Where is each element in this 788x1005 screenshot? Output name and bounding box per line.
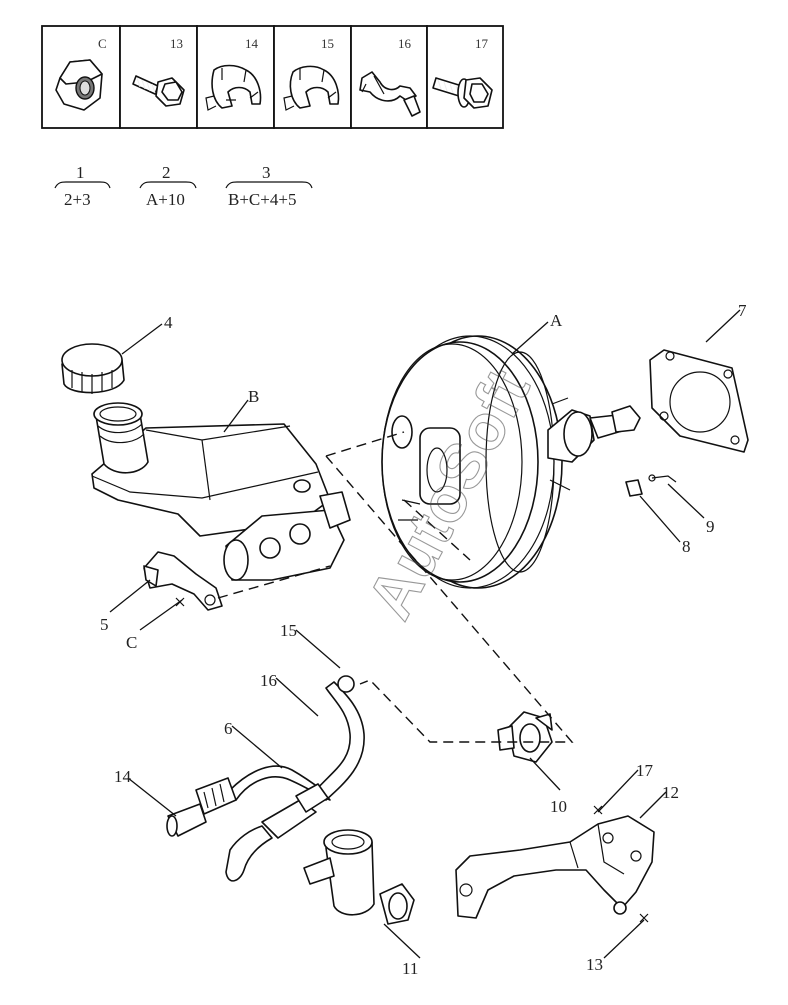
pin-part [625,479,643,497]
callout-7: 7 [738,301,747,320]
fastener-marks [175,597,649,923]
callout-9: 9 [706,517,715,536]
callout-14: 14 [114,767,132,786]
check-valve [497,711,553,763]
gasket-plate [649,349,749,453]
reservoir-cap [61,343,125,394]
callout-5: 5 [100,615,109,634]
hose-clamp-icon [205,64,262,111]
mounting-bracket [143,551,223,611]
table-header-17: 17 [475,36,489,51]
callout-16: 16 [260,671,277,690]
clip-part [648,474,677,483]
callout-15: 15 [280,621,297,640]
callout-8: 8 [682,537,691,556]
group-contents-3: B+C+4+5 [228,190,296,209]
assembly-lines [217,431,574,743]
group-contents-2: A+10 [146,190,185,209]
callout-11: 11 [402,959,418,978]
callout-13: 13 [586,955,603,974]
group-label-2: 2 [162,163,171,182]
fastener-table: C 13 14 15 16 17 [41,25,504,129]
nut-icon [55,59,103,111]
group-contents-1: 2+3 [64,190,91,209]
callout-labels: 4 B A 7 9 8 5 C 15 16 6 14 10 17 12 11 1… [100,301,747,978]
clip-icon [359,71,421,117]
callout-12: 12 [662,783,679,802]
pedal-bracket [455,815,655,919]
callout-10: 10 [550,797,567,816]
callout-c: C [126,633,137,652]
table-header-13: 13 [170,36,183,51]
hose-clamp-icon [283,65,340,111]
table-header-15: 15 [321,36,334,51]
group-label-1: 1 [76,163,85,182]
callout-4: 4 [164,313,173,332]
group-label-3: 3 [262,163,271,182]
vacuum-pump [303,829,415,925]
callout-17: 17 [636,761,654,780]
table-header-c: C [98,36,107,51]
brake-booster [381,335,641,589]
callout-6: 6 [224,719,233,738]
flange-bolt-icon [432,77,493,109]
table-cell-13 [119,25,198,129]
vacuum-hose [166,675,365,882]
bolt-icon [132,75,185,107]
table-header-16: 16 [398,36,412,51]
group-legend: 1 2+3 2 A+10 3 B+C+4+5 [54,163,313,209]
table-cell-17 [426,25,504,129]
callout-a: A [550,311,563,330]
callout-b: B [248,387,259,406]
leader-lines [109,309,741,959]
table-header-14: 14 [245,36,259,51]
master-cylinder [91,402,351,581]
